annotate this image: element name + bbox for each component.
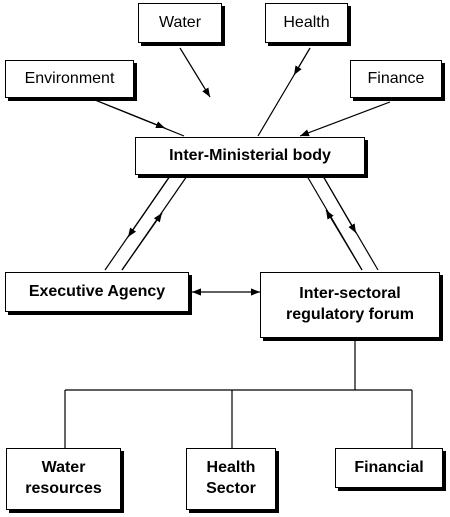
node-water-label: Water	[158, 13, 202, 31]
node-water-resources: Water resources	[6, 448, 121, 510]
node-executive-agency: Executive Agency	[5, 272, 189, 312]
node-executive-agency-label: Executive Agency	[28, 282, 166, 300]
node-health: Health	[265, 3, 348, 43]
node-environment: Environment	[5, 60, 134, 98]
edge-inter-ministerial-to-inter-sectoral-arrow-b	[322, 175, 357, 234]
edge-inter-ministerial-to-executive-agency-arrow-b	[121, 212, 163, 271]
node-inter-sectoral-forum-label: Inter-sectoral regulatory forum	[285, 285, 414, 323]
node-health-sector-label: Health Sector	[206, 459, 256, 497]
node-financial: Financial	[335, 448, 443, 488]
edge-finance-to-inter-ministerial	[299, 101, 391, 137]
node-inter-ministerial-body-label: Inter-Ministerial body	[169, 146, 331, 164]
node-finance-label: Finance	[367, 69, 425, 87]
node-health-label: Health	[283, 13, 330, 31]
edge-inter-ministerial-to-inter-sectoral-arrow-a	[325, 209, 363, 271]
edge-environment-to-inter-ministerial	[94, 99, 166, 129]
node-health-sector: Health Sector	[186, 448, 276, 510]
edge-inter-ministerial-to-executive-agency-arrow-a	[127, 175, 171, 238]
node-inter-sectoral-forum: Inter-sectoral regulatory forum	[260, 272, 440, 338]
node-finance: Finance	[350, 60, 442, 98]
edge-health-to-inter-ministerial	[293, 47, 311, 76]
edge-water-to-inter-ministerial	[179, 47, 211, 98]
node-financial-label: Financial	[354, 458, 424, 476]
node-inter-ministerial-body: Inter-Ministerial body	[135, 137, 365, 175]
node-water: Water	[138, 3, 222, 43]
node-environment-label: Environment	[24, 69, 115, 87]
node-water-resources-label: Water resources	[25, 459, 102, 497]
